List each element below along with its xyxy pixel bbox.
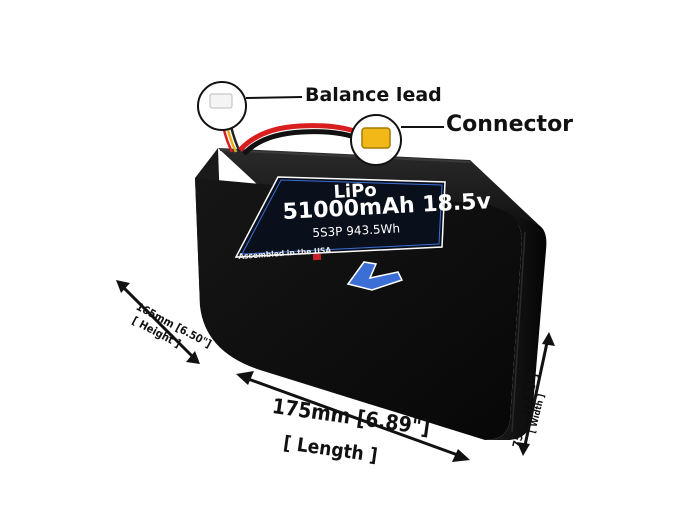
xt-connector-icon: [361, 127, 391, 149]
flag-mark: [312, 253, 322, 261]
balance-connector-icon: [209, 93, 233, 109]
balance-lead-pointer: [245, 96, 303, 99]
height-arrow: [116, 280, 200, 364]
width-arrow: [517, 332, 555, 456]
balance-lead-label: Balance lead: [305, 84, 442, 106]
battery-label-panel: [234, 176, 446, 258]
brand-logo: [346, 261, 404, 291]
connector-label: Connector: [446, 112, 574, 137]
main-wire-red: [238, 123, 364, 152]
length-arrow: [236, 371, 470, 462]
main-wire-black: [242, 129, 364, 156]
battery-side-seam: [511, 231, 526, 433]
battery-right-face: [485, 205, 547, 440]
label-inner-border: [241, 179, 443, 255]
battery-edge-highlight: [219, 149, 471, 163]
